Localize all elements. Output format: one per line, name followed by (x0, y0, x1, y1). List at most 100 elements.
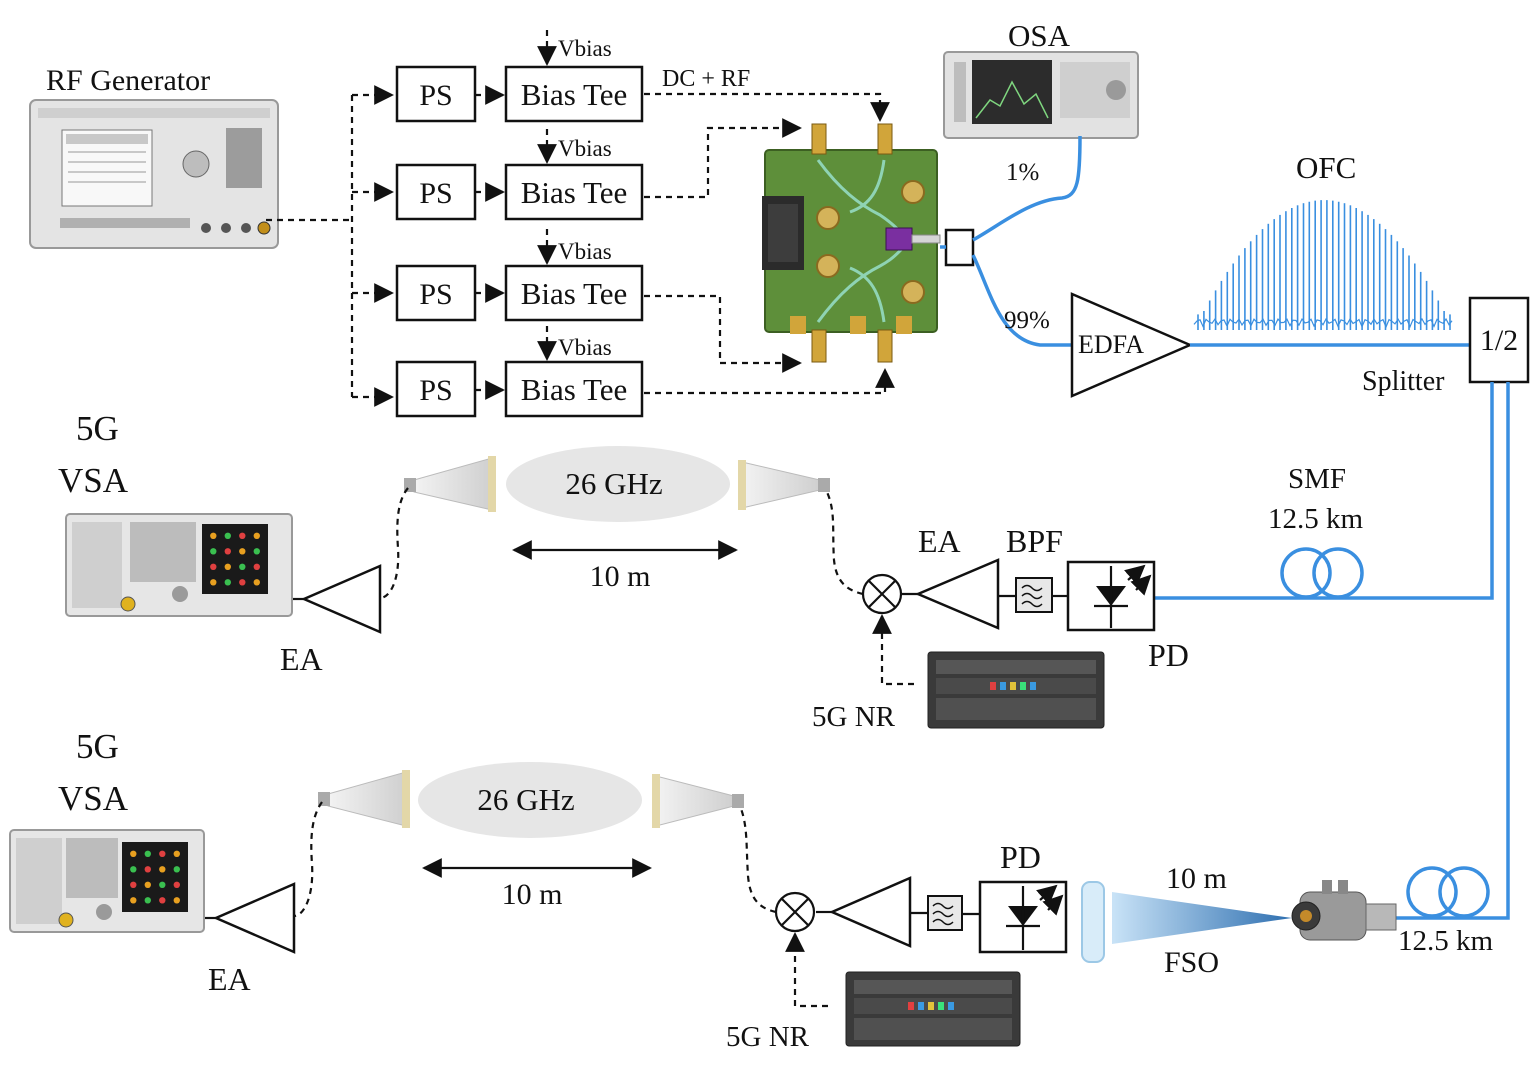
bias-tee-4 (504, 360, 644, 418)
vbias-label-2: Vbias (558, 136, 612, 161)
fso-distance-label: 10 m (1166, 862, 1227, 895)
osa-instrument (943, 51, 1139, 139)
ofc-spectrum (1193, 200, 1453, 330)
fso-lens (1081, 881, 1105, 963)
constellation-point (159, 881, 166, 888)
constellation-point (224, 579, 231, 586)
constellation-point (130, 897, 137, 904)
bpf-icon-lower (932, 902, 954, 926)
ninety-nine-percent-label: 99% (1004, 307, 1050, 334)
pd-label-upper: PD (1148, 637, 1189, 673)
distance-label-lower: 10 m (502, 878, 563, 911)
constellation-point (239, 548, 246, 555)
phase-shifter-2 (395, 163, 477, 221)
electrical-amplifier-lower-right (828, 876, 912, 948)
bias-tee-label-2: Bias Tee (521, 175, 628, 210)
constellation-point (159, 866, 166, 873)
bias-tee-label-4: Bias Tee (521, 372, 628, 407)
constellation-point (210, 579, 217, 586)
constellation-point (253, 548, 260, 555)
constellation-point (173, 850, 180, 857)
ofc-label: OFC (1296, 150, 1356, 185)
electrical-amplifier-upper-right (914, 558, 1000, 630)
edfa-amplifier (1070, 292, 1194, 398)
distance-label-upper: 10 m (590, 560, 651, 593)
5g-nr-chassis-upper (927, 651, 1105, 729)
vsa-label-upper: VSA (58, 461, 129, 500)
link-ellipse-upper (506, 446, 730, 522)
modulator-pcb (762, 123, 941, 363)
mixer-upper (861, 573, 903, 615)
horn-antenna-upper-right (738, 460, 830, 510)
constellation-point (224, 548, 231, 555)
pd-label-lower: PD (1000, 839, 1041, 875)
constellation-point (210, 548, 217, 555)
fiber-length-bottom-label: 12.5 km (1398, 925, 1494, 957)
constellation-point (173, 897, 180, 904)
bias-tee-3 (504, 264, 644, 322)
horn-antenna-lower-right (652, 774, 744, 828)
ps-label-4: PS (419, 374, 452, 407)
constellation-point (224, 532, 231, 539)
constellation-point (253, 532, 260, 539)
five-g-label-upper: 5G (76, 409, 119, 448)
ps-label-3: PS (419, 278, 452, 311)
fso-label: FSO (1164, 946, 1219, 979)
bpf-filter-upper (1015, 577, 1053, 613)
electrical-amplifier-upper-left (300, 564, 382, 634)
link-ellipse-lower (418, 762, 642, 838)
phase-shifter-3 (395, 264, 477, 322)
ea-label-upper-left: EA (280, 641, 323, 677)
ea-label-lower-left: EA (208, 961, 251, 997)
splitter-ratio-label: 1/2 (1480, 324, 1518, 357)
constellation-point (173, 866, 180, 873)
photodiode-icon-upper (1094, 564, 1152, 628)
splitter-box (1468, 296, 1530, 384)
vsa-instrument-upper (65, 513, 293, 617)
edfa-label: EDFA (1078, 330, 1144, 359)
optical-coupler (944, 228, 975, 267)
fso-beam (1112, 892, 1292, 944)
smf-length-label: 12.5 km (1268, 503, 1364, 535)
bias-tee-1 (504, 65, 644, 123)
smf-coil-lower (1406, 866, 1490, 918)
5g-nr-chassis-lower (845, 971, 1021, 1047)
constellation-point (130, 881, 137, 888)
constellation-point (159, 897, 166, 904)
bpf-label: BPF (1006, 523, 1063, 559)
horn-antenna-lower-left (318, 770, 410, 828)
bias-tee-label-3: Bias Tee (521, 276, 628, 311)
fso-collimator (1291, 880, 1397, 941)
horn-antenna-upper-left (404, 456, 496, 512)
photodiode-icon-lower (1006, 884, 1064, 950)
constellation-point (144, 897, 151, 904)
electrical-amplifier-lower-left (212, 882, 296, 954)
rf-generator-label: RF Generator (46, 64, 210, 97)
constellation-point (239, 579, 246, 586)
vsa-label-lower: VSA (58, 779, 129, 818)
constellation-point (210, 532, 217, 539)
one-percent-label: 1% (1006, 159, 1039, 186)
constellation-point (144, 850, 151, 857)
constellation-point (144, 881, 151, 888)
ea-label-upper-right: EA (918, 523, 961, 559)
five-g-nr-label-upper: 5G NR (812, 701, 896, 733)
constellation-point (253, 563, 260, 570)
mixer-lower (774, 891, 816, 933)
five-g-nr-label-lower: 5G NR (726, 1021, 810, 1053)
dc-rf-label: DC + RF (662, 66, 750, 92)
constellation-point (173, 881, 180, 888)
constellation-point (144, 866, 151, 873)
five-g-label-lower: 5G (76, 727, 119, 766)
vsa-instrument-lower (9, 829, 205, 933)
osa-label: OSA (1008, 18, 1071, 53)
freq-label-upper: 26 GHz (565, 466, 662, 501)
ps-label-2: PS (419, 177, 452, 210)
constellation-point (159, 850, 166, 857)
constellation-point (239, 532, 246, 539)
bias-tee-label-1: Bias Tee (521, 77, 628, 112)
phase-shifter-1 (395, 65, 477, 123)
vbias-label-1: Vbias (558, 36, 612, 61)
constellation-point (253, 579, 260, 586)
constellation-point (130, 850, 137, 857)
